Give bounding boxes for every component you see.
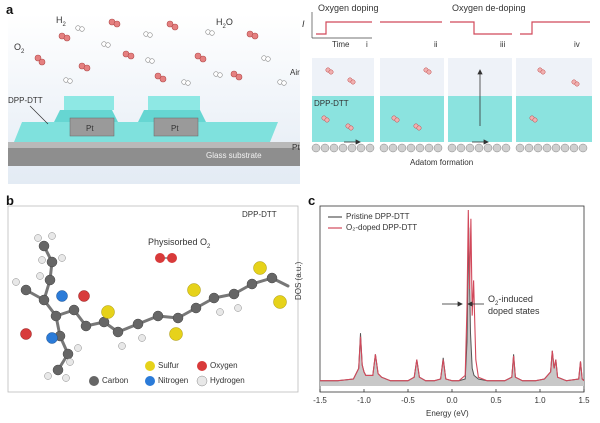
y-axis-label: DOS (a.u.) <box>294 261 303 300</box>
physisorbed-o2 <box>155 253 177 263</box>
x-tick-label: -0.5 <box>401 396 415 405</box>
oxygen-dedoping-label: Oxygen de-doping <box>452 3 526 13</box>
schematic-arrows <box>344 69 489 145</box>
x-axis-label: Energy (eV) <box>426 409 469 418</box>
molecule-frame <box>7 205 299 393</box>
legend-hydrogen: Hydrogen <box>210 376 245 385</box>
device-illustration <box>8 14 300 184</box>
nitrogen-atoms <box>46 290 68 344</box>
legend-sulfur: Sulfur <box>158 361 179 370</box>
legend-carbon: Carbon <box>102 376 129 385</box>
air-label: Air <box>290 68 300 77</box>
dpp-dtt-layer-label: DPP-DTT <box>314 99 349 108</box>
dos-chart: -1.5 -1.0 -0.5 0.0 0.5 1.0 1.5 <box>313 205 590 405</box>
series-o2-doped-line <box>320 209 585 382</box>
gas-molecules <box>34 18 287 86</box>
legend-label-doped: O₂-doped DPP-DTT <box>346 223 418 232</box>
stage-i: i <box>366 40 368 49</box>
x-tick-label: -1.0 <box>357 396 371 405</box>
dos-series <box>320 209 585 386</box>
dpp-dtt-device-label: DPP-DTT <box>8 96 43 105</box>
current-symbol: I <box>302 19 305 29</box>
x-ticks: -1.5 -1.0 -0.5 0.0 0.5 1.0 1.5 <box>313 389 590 405</box>
h2-label: H2 <box>56 15 66 28</box>
annotation-arrows <box>442 301 484 307</box>
oxygen-doping-label: Oxygen doping <box>318 3 379 13</box>
h2o-label: H2O <box>216 17 233 30</box>
time-axis <box>311 12 372 39</box>
stage-boxes <box>312 58 592 142</box>
x-tick-label: 1.0 <box>534 396 546 405</box>
x-tick-label: -1.5 <box>313 396 327 405</box>
adatom-label: Adatom formation <box>410 158 474 167</box>
molecule-title: DPP-DTT <box>242 210 277 219</box>
sulfur-atoms <box>101 261 287 341</box>
current-traces <box>316 21 590 35</box>
physisorbed-o2-label: Physisorbed O2 <box>148 237 211 250</box>
hydrogen-atoms <box>12 232 242 382</box>
panel-label-a: a <box>6 2 14 17</box>
stage-ii: ii <box>434 40 438 49</box>
x-tick-label: 0.0 <box>446 396 458 405</box>
dpp-dtt-film <box>14 122 278 142</box>
pt-label: Pt <box>292 143 300 152</box>
time-label: Time <box>332 40 350 49</box>
pt-electrode-right <box>153 117 199 137</box>
annotation-o2-induced: O2-induced <box>488 294 533 307</box>
legend-label-pristine: Pristine DPP-DTT <box>346 212 410 221</box>
legend-oxygen: Oxygen <box>210 361 238 370</box>
glass-substrate-label: Glass substrate <box>206 151 262 160</box>
o2-label: O2 <box>14 42 25 55</box>
doping-schematic <box>311 12 592 153</box>
pt-left-label: Pt <box>86 124 94 133</box>
pt-right-label: Pt <box>171 124 179 133</box>
panel-label-b: b <box>6 193 14 208</box>
legend-nitrogen: Nitrogen <box>158 376 189 385</box>
molecule-illustration <box>7 205 299 393</box>
glass-substrate <box>8 148 300 166</box>
stage-iii: iii <box>500 40 506 49</box>
annotation-doped-states: doped states <box>488 306 540 316</box>
schematic-molecules <box>321 67 580 131</box>
oxygen-atoms <box>20 290 90 340</box>
pt-electrode-left <box>69 117 115 137</box>
x-tick-label: 1.5 <box>578 396 590 405</box>
atom-legend <box>89 361 208 387</box>
panel-label-c: c <box>308 193 316 208</box>
pt-atom-rows <box>311 143 588 153</box>
x-tick-label: 0.5 <box>490 396 502 405</box>
stage-iv: iv <box>574 40 580 49</box>
